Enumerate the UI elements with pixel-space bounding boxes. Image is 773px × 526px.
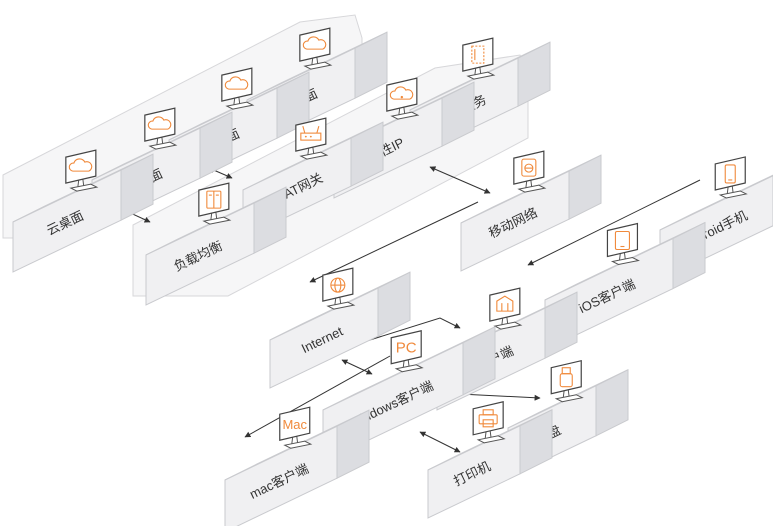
- monitor-base: [466, 71, 496, 80]
- usb-icon: [559, 367, 573, 388]
- monitor-base: [394, 364, 424, 373]
- thin-client-icon: [496, 295, 514, 312]
- monitor-screen: [462, 37, 494, 72]
- globe-icon: [330, 277, 346, 293]
- monitor-screen: [550, 359, 582, 395]
- monitor-base: [718, 190, 748, 199]
- cloud-icon: [302, 36, 327, 50]
- monitor-base: [69, 183, 99, 192]
- node-desktop4: 云桌面: [12, 149, 154, 273]
- monitor-screen: [279, 406, 311, 441]
- monitor-screen: [144, 107, 176, 142]
- link-internet-windows: [341, 359, 373, 375]
- monitor-base: [517, 184, 547, 193]
- monitor-base: [202, 216, 232, 225]
- pc-icon-text: PC: [396, 340, 417, 357]
- mobile-network-icon: [521, 158, 537, 177]
- diagram-nodes: 云桌面云桌面镜像服务云桌面弹性IP云桌面SNAT网关Android手机移动网络负…: [12, 27, 773, 526]
- monitor-base: [326, 301, 356, 310]
- load-balancer-icon: [206, 190, 222, 209]
- monitor-base: [283, 440, 313, 449]
- cloud-ip-icon: [389, 86, 414, 100]
- node-internet: Internet: [269, 267, 411, 389]
- pc-icon: PC: [396, 340, 417, 357]
- monitor-base: [225, 101, 255, 110]
- mac-icon: Mac: [282, 417, 307, 432]
- link-android-ios: [527, 179, 701, 266]
- printer-icon: [478, 409, 498, 428]
- box-side: [595, 368, 629, 437]
- link-windows-printer: [419, 431, 461, 453]
- monitor-base: [148, 141, 178, 150]
- monitor-base: [476, 435, 506, 444]
- link-eip-mobile: [429, 166, 491, 194]
- node-printer: 打印机: [427, 401, 553, 519]
- monitor-screen: [386, 77, 418, 112]
- cloud-icon: [68, 158, 93, 172]
- router-icon: [300, 125, 322, 141]
- monitor-base: [610, 256, 640, 266]
- monitor-base: [493, 321, 523, 330]
- mac-icon-text: Mac: [282, 417, 307, 432]
- monitor-base: [554, 394, 584, 403]
- box-side: [377, 271, 411, 337]
- cloud-icon: [224, 76, 249, 90]
- node-slb: 负载均衡: [145, 182, 287, 306]
- monitor-base: [390, 111, 420, 120]
- monitor-base: [303, 61, 333, 70]
- link-windows-mac: [244, 355, 391, 438]
- tablet-icon: [614, 230, 630, 251]
- monitor-screen: [221, 67, 253, 102]
- node-mobile-net: 移动网络: [460, 150, 602, 272]
- box-side: [568, 154, 602, 220]
- monitor-screen: [472, 401, 504, 436]
- box-side: [517, 41, 551, 107]
- image-icon: [471, 45, 485, 64]
- monitor-screen: [390, 329, 422, 365]
- cloud-icon: [147, 116, 172, 130]
- phone-icon: [724, 164, 736, 184]
- monitor-base: [299, 151, 329, 160]
- monitor-screen: [299, 27, 331, 62]
- monitor-screen: [65, 149, 97, 184]
- link-mobile-internet: [309, 201, 479, 283]
- monitor-screen: [606, 222, 639, 258]
- monitor-screen: [714, 156, 746, 191]
- monitor-screen: [489, 287, 521, 322]
